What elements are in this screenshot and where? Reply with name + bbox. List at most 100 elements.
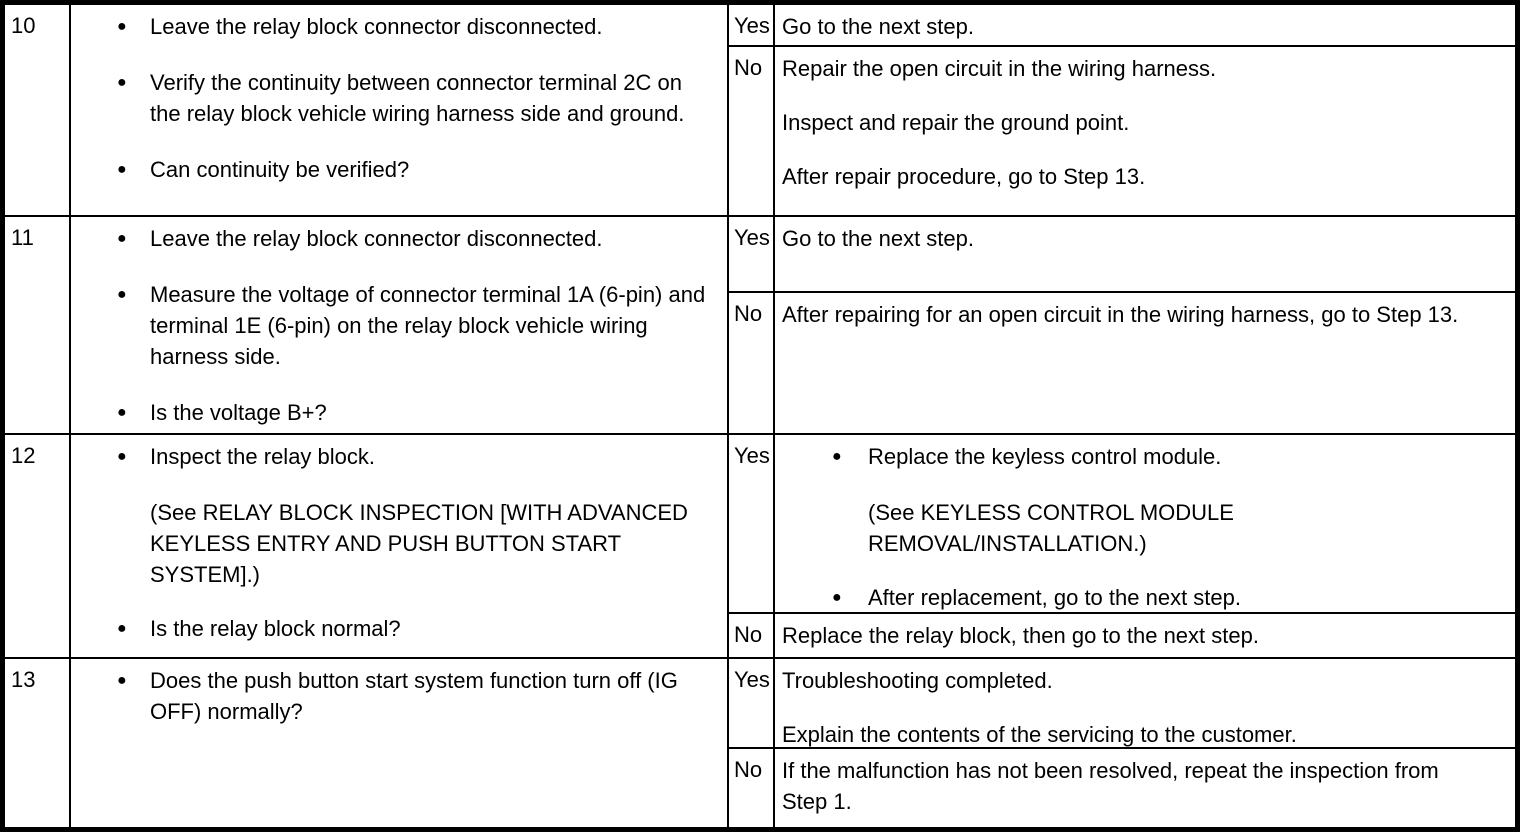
- action-text: Measure the voltage of connector termina…: [150, 282, 706, 369]
- result-paragraph: After repairing for an open circuit in t…: [782, 302, 1459, 327]
- result-row-yes: Yes Go to the next step.: [729, 5, 1515, 47]
- action-text: Inspect the relay block.: [150, 444, 376, 469]
- answer-label: No: [734, 757, 763, 782]
- action-list-item: Is the voltage B+?: [71, 397, 719, 428]
- result-paragraph: Inspect and repair the ground point.: [782, 110, 1130, 135]
- result-content: Troubleshooting completed. Explain the c…: [775, 659, 1515, 747]
- action-list-item: Is the relay block normal?: [71, 613, 719, 644]
- result-paragraph: After repair procedure, go to Step 13.: [782, 164, 1146, 189]
- action-cell: Does the push button start system functi…: [71, 659, 729, 827]
- answer-cell: Yes: [729, 659, 775, 747]
- action-list-item: Inspect the relay block.: [71, 441, 719, 472]
- answer-cell: Yes: [729, 5, 775, 45]
- bullet-icon: [117, 613, 150, 644]
- result-row-no: No If the malfunction has not been resol…: [729, 749, 1515, 827]
- result-list-item-continuation: (See KEYLESS CONTROL MODULE REMOVAL/INST…: [782, 497, 1507, 559]
- action-cell: Leave the relay block connector disconne…: [71, 5, 729, 215]
- result-row-yes: Yes Replace the keyless control module. …: [729, 435, 1515, 614]
- bullet-icon: [117, 397, 150, 428]
- answer-label: Yes: [734, 443, 770, 468]
- results-cell: Yes Go to the next step. No Repair the o…: [729, 5, 1515, 215]
- answer-label: No: [734, 55, 763, 80]
- result-content: Replace the keyless control module. (See…: [775, 435, 1515, 612]
- result-paragraph: Explain the contents of the servicing to…: [782, 722, 1297, 747]
- action-text: Is the relay block normal?: [150, 616, 401, 641]
- result-row-no: No After repairing for an open circuit i…: [729, 293, 1515, 433]
- bullet-icon: [117, 665, 150, 727]
- bullet-icon: [117, 11, 150, 42]
- action-text: Does the push button start system functi…: [150, 668, 678, 724]
- result-content: After repairing for an open circuit in t…: [775, 293, 1515, 433]
- result-row-yes: Yes Troubleshooting completed. Explain t…: [729, 659, 1515, 749]
- result-paragraph: Troubleshooting completed.: [782, 668, 1053, 693]
- bullet-icon: [117, 223, 150, 254]
- result-content: Go to the next step.: [775, 217, 1515, 291]
- result-text: Replace the keyless control module.: [868, 444, 1222, 469]
- action-list-item: Verify the continuity between connector …: [71, 67, 719, 129]
- bullet-spacer: [832, 497, 868, 559]
- table-row-step-11: 11 Leave the relay block connector disco…: [5, 215, 1515, 433]
- result-paragraph: Replace the relay block, then go to the …: [782, 623, 1259, 648]
- step-number-cell: 10: [5, 5, 71, 215]
- action-text: Leave the relay block connector disconne…: [150, 226, 603, 251]
- result-content: Go to the next step.: [775, 5, 1515, 45]
- results-cell: Yes Go to the next step. No After repair…: [729, 217, 1515, 433]
- bullet-icon: [832, 441, 868, 472]
- action-list-item: Leave the relay block connector disconne…: [71, 11, 719, 42]
- result-row-yes: Yes Go to the next step.: [729, 217, 1515, 293]
- answer-label: No: [734, 301, 763, 326]
- step-number-cell: 11: [5, 217, 71, 433]
- result-paragraph: Go to the next step.: [782, 14, 975, 39]
- result-list-item: Replace the keyless control module.: [782, 441, 1507, 472]
- results-cell: Yes Troubleshooting completed. Explain t…: [729, 659, 1515, 827]
- action-list-item: Leave the relay block connector disconne…: [71, 223, 719, 254]
- answer-cell: Yes: [729, 435, 775, 612]
- action-text: Is the voltage B+?: [150, 400, 327, 425]
- bullet-icon: [117, 67, 150, 129]
- result-row-no: No Replace the relay block, then go to t…: [729, 614, 1515, 657]
- step-number-cell: 12: [5, 435, 71, 657]
- action-cell: Inspect the relay block. (See RELAY BLOC…: [71, 435, 729, 657]
- bullet-icon: [117, 279, 150, 372]
- result-text: (See KEYLESS CONTROL MODULE REMOVAL/INST…: [868, 500, 1234, 556]
- step-number: 12: [11, 443, 36, 468]
- bullet-spacer: [117, 497, 150, 590]
- result-content: Replace the relay block, then go to the …: [775, 614, 1515, 657]
- table-row-step-12: 12 Inspect the relay block. (See RELAY B…: [5, 433, 1515, 657]
- action-cell: Leave the relay block connector disconne…: [71, 217, 729, 433]
- step-number: 13: [11, 667, 36, 692]
- result-content: If the malfunction has not been resolved…: [775, 749, 1515, 827]
- bullet-icon: [117, 154, 150, 185]
- result-paragraph: Repair the open circuit in the wiring ha…: [782, 56, 1217, 81]
- answer-cell: No: [729, 293, 775, 433]
- result-content: Repair the open circuit in the wiring ha…: [775, 47, 1515, 215]
- result-text: After replacement, go to the next step.: [868, 585, 1241, 610]
- answer-label: No: [734, 622, 763, 647]
- step-number-cell: 13: [5, 659, 71, 827]
- answer-cell: Yes: [729, 217, 775, 291]
- action-list-item: Measure the voltage of connector termina…: [71, 279, 719, 372]
- action-text: Can continuity be verified?: [150, 157, 410, 182]
- result-list-item: After replacement, go to the next step.: [782, 582, 1507, 612]
- result-paragraph: Go to the next step.: [782, 226, 975, 251]
- answer-cell: No: [729, 47, 775, 215]
- bullet-icon: [117, 441, 150, 472]
- answer-label: Yes: [734, 13, 770, 38]
- action-list-item: Does the push button start system functi…: [71, 665, 719, 727]
- table-row-step-10: 10 Leave the relay block connector disco…: [5, 5, 1515, 215]
- answer-label: Yes: [734, 225, 770, 250]
- answer-cell: No: [729, 749, 775, 827]
- step-number: 10: [11, 13, 36, 38]
- answer-label: Yes: [734, 667, 770, 692]
- result-paragraph: If the malfunction has not been resolved…: [782, 758, 1439, 814]
- answer-cell: No: [729, 614, 775, 657]
- table-row-step-13: 13 Does the push button start system fun…: [5, 657, 1515, 827]
- step-number: 11: [11, 225, 34, 250]
- action-text: Verify the continuity between connector …: [150, 70, 685, 126]
- action-text: Leave the relay block connector disconne…: [150, 14, 603, 39]
- action-list-item: Can continuity be verified?: [71, 154, 719, 185]
- action-list-item-continuation: (See RELAY BLOCK INSPECTION [WITH ADVANC…: [71, 497, 719, 590]
- bullet-icon: [832, 582, 868, 612]
- result-row-no: No Repair the open circuit in the wiring…: [729, 47, 1515, 215]
